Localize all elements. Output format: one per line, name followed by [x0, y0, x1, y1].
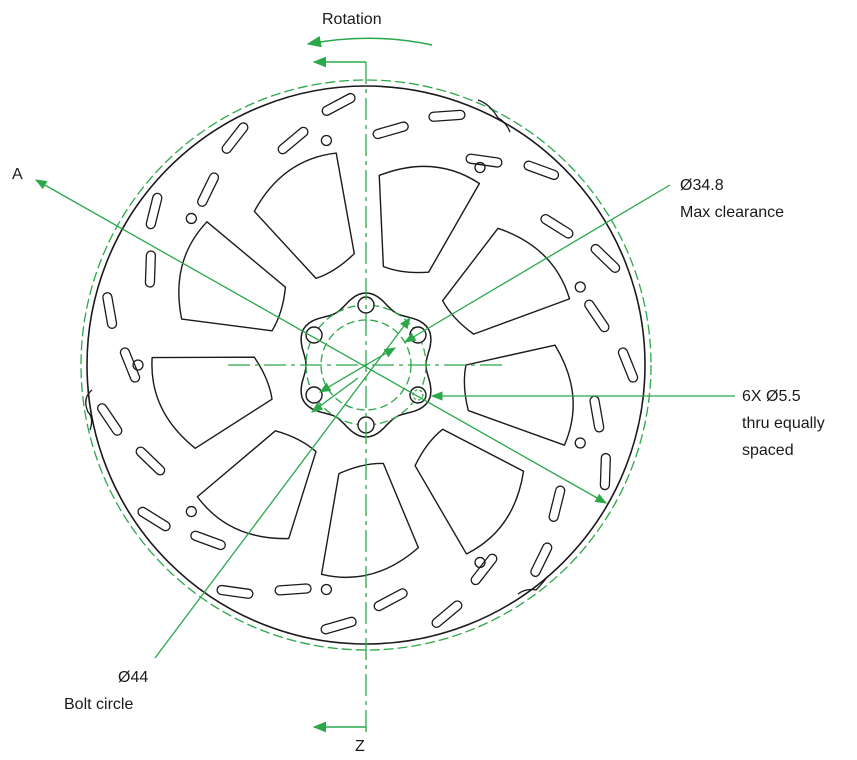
- bolt-hole: [305, 386, 323, 404]
- max-clearance-leader: [403, 184, 671, 343]
- cooling-slot: [465, 153, 503, 168]
- spoke-window: [320, 462, 420, 579]
- relief-holes: [132, 134, 586, 596]
- holes-line2: thru equally: [742, 415, 825, 432]
- cooling-slot: [540, 213, 574, 239]
- spoke-window: [463, 344, 574, 446]
- cooling-slot: [431, 600, 463, 629]
- relief-hole: [474, 161, 486, 174]
- cooling-slot: [102, 292, 118, 329]
- relief-hole: [574, 281, 586, 293]
- bolt-circle-value: Ø44: [118, 669, 149, 686]
- bolt-circle-text: Bolt circle: [64, 696, 134, 713]
- cooling-slot: [320, 616, 357, 635]
- cooling-slot: [590, 243, 621, 273]
- spoke-window: [414, 428, 525, 555]
- spoke-window: [151, 356, 273, 449]
- spoke-window: [441, 227, 571, 335]
- bolt-circle-leader: [154, 317, 411, 659]
- cooling-slot: [216, 584, 254, 599]
- relief-hole: [574, 437, 586, 449]
- cooling-slot: [428, 109, 466, 122]
- section-z-label: Z: [355, 738, 365, 755]
- cooling-slot: [190, 530, 226, 551]
- holes-line3: spaced: [742, 442, 794, 459]
- cooling-slot: [221, 122, 249, 154]
- cooling-slot: [530, 542, 553, 577]
- cooling-slot: [523, 160, 560, 181]
- cooling-slot: [144, 250, 157, 288]
- cooling-slot: [119, 347, 141, 383]
- bolt-circle-dimension-end: [311, 377, 359, 413]
- rotor-outer-dashed-ring: [80, 79, 652, 651]
- relief-hole: [474, 556, 486, 569]
- cooling-slot: [548, 485, 566, 522]
- cooling-slot: [470, 553, 498, 586]
- cooling-slot: [321, 92, 356, 116]
- cooling-slot: [137, 506, 171, 532]
- max-clearance-value: Ø34.8: [680, 177, 724, 194]
- relief-hole: [320, 583, 333, 596]
- relief-hole: [320, 134, 333, 147]
- cooling-slot: [97, 403, 123, 436]
- rotation-arrow: [306, 35, 433, 48]
- cooling-slot: [197, 172, 220, 207]
- cooling-slot: [135, 446, 166, 476]
- rim-notch-top-right: [477, 99, 511, 133]
- cooling-slot: [145, 192, 163, 230]
- rotation-label: Rotation: [322, 11, 382, 28]
- holes-value: 6X Ø5.5: [742, 388, 801, 405]
- max-clearance-dimension: [318, 347, 397, 393]
- cooling-slot: [617, 347, 639, 383]
- spoke-window: [378, 165, 481, 274]
- cooling-slot: [584, 299, 610, 333]
- rim-notch-bottom-right: [517, 575, 549, 595]
- relief-hole: [185, 212, 197, 225]
- spoke-window: [253, 152, 355, 280]
- cooling-slot: [277, 126, 309, 155]
- relief-hole: [185, 505, 197, 518]
- cooling-slot: [274, 583, 312, 596]
- cooling-slot: [599, 452, 611, 491]
- point-a-label: A: [12, 166, 23, 183]
- spoke-window: [178, 221, 287, 332]
- section-a-leader: [34, 179, 608, 504]
- max-clearance-text: Max clearance: [680, 204, 785, 221]
- cooling-slot: [373, 588, 408, 612]
- cooling-slot: [589, 395, 605, 433]
- cooling-slot: [372, 121, 409, 140]
